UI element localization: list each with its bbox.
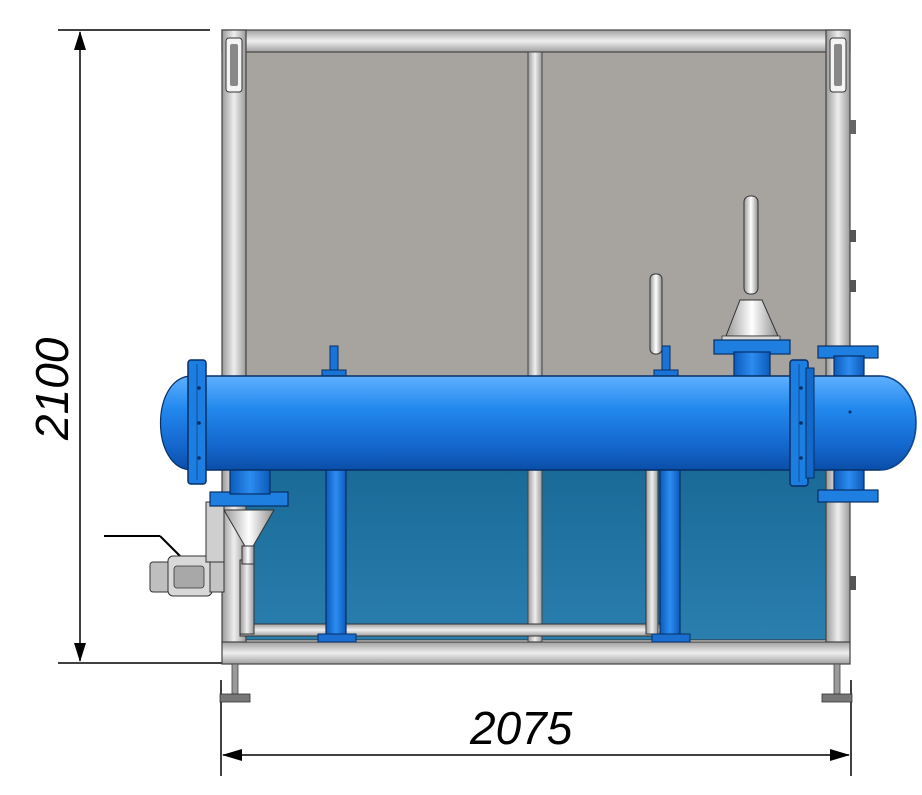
foot-right — [821, 663, 853, 703]
thermometer-small — [649, 273, 663, 355]
dimension-height: 2100 — [26, 29, 230, 664]
width-dimension-label: 2075 — [469, 702, 573, 754]
nozzle-bottom-left — [209, 465, 289, 565]
thermometer-large — [721, 195, 781, 343]
ball-valve — [104, 501, 225, 597]
vessel-shell — [159, 359, 917, 487]
nozzle-top-right — [817, 345, 879, 379]
foot-left — [219, 663, 251, 703]
dimension-width: 2075 — [220, 680, 852, 776]
height-dimension-label: 2100 — [26, 337, 78, 441]
panel-lower-right — [541, 467, 827, 641]
